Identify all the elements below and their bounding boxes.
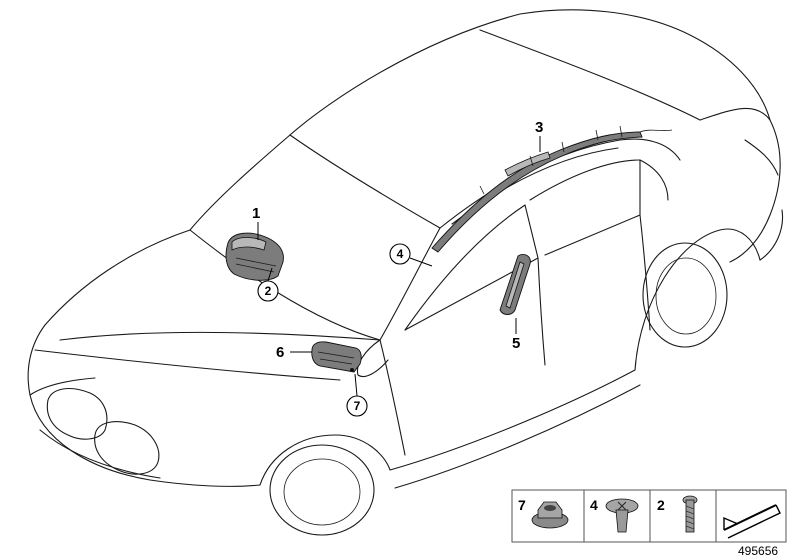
svg-text:4: 4 xyxy=(397,247,404,261)
side-airbag-part xyxy=(499,253,531,315)
svg-text:1: 1 xyxy=(252,205,260,222)
passenger-airbag-part xyxy=(225,232,284,281)
callout-5: 5 xyxy=(512,318,520,352)
svg-text:7: 7 xyxy=(354,399,361,413)
svg-text:3: 3 xyxy=(535,119,543,136)
callout-7: 7 xyxy=(346,373,368,417)
car-outline xyxy=(27,9,784,536)
knee-airbag-part xyxy=(311,341,362,373)
hex-nut-with-washer-icon xyxy=(531,501,569,529)
diagram-number: 495656 xyxy=(738,544,778,558)
screw-icon xyxy=(682,495,698,533)
legend-item-arrow xyxy=(715,489,787,543)
fastener-legend: 7 4 2 xyxy=(511,489,787,543)
callout-4: 4 xyxy=(389,243,433,267)
arrow-box-icon xyxy=(723,504,781,539)
curtain-airbag-part xyxy=(431,125,673,253)
legend-item-nut: 7 xyxy=(511,489,585,543)
expanding-rivet-icon xyxy=(605,498,639,533)
callout-6: 6 xyxy=(276,344,312,361)
callout-2: 2 xyxy=(257,267,279,302)
svg-text:6: 6 xyxy=(276,344,284,361)
svg-text:4: 4 xyxy=(590,497,598,513)
legend-item-rivet: 4 xyxy=(583,489,651,543)
svg-text:7: 7 xyxy=(518,497,526,513)
callout-1: 1 xyxy=(252,205,260,240)
callout-3: 3 xyxy=(535,119,543,152)
svg-text:2: 2 xyxy=(265,284,272,298)
legend-item-screw: 2 xyxy=(649,489,717,543)
svg-text:5: 5 xyxy=(512,335,520,352)
svg-text:2: 2 xyxy=(657,497,665,513)
